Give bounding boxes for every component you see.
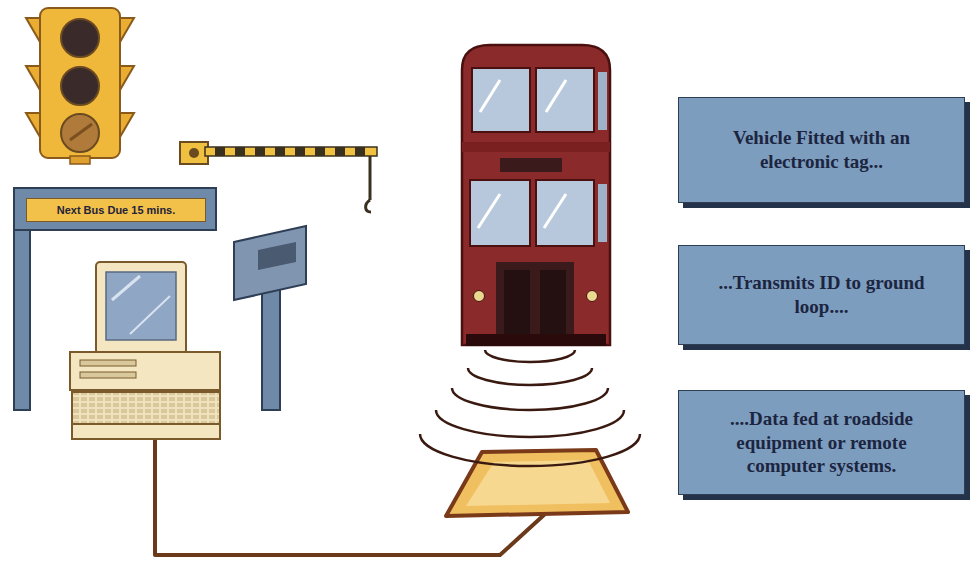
radio-waves bbox=[420, 434, 640, 466]
radio-waves bbox=[420, 350, 640, 466]
barrier-gate bbox=[369, 156, 372, 200]
computer bbox=[80, 360, 136, 366]
roadside-reader bbox=[262, 275, 280, 410]
traffic-light bbox=[26, 113, 40, 137]
double-decker-bus bbox=[474, 291, 485, 302]
double-decker-bus bbox=[470, 180, 530, 246]
node-text: Next Bus Due 15 mins. bbox=[57, 204, 176, 216]
double-decker-bus bbox=[540, 270, 566, 334]
traffic-light bbox=[120, 66, 134, 90]
traffic-light bbox=[40, 8, 120, 158]
caption-box: ....Data fed at roadside equipment or re… bbox=[678, 390, 965, 495]
double-decker-bus bbox=[598, 184, 607, 242]
double-decker-bus bbox=[462, 45, 610, 346]
roadside-reader bbox=[234, 226, 306, 300]
traffic-light bbox=[61, 114, 99, 152]
traffic-light bbox=[61, 67, 99, 105]
double-decker-bus bbox=[587, 291, 598, 302]
traffic-light bbox=[120, 18, 134, 42]
barrier-gate bbox=[275, 147, 285, 156]
double-decker-bus bbox=[536, 68, 594, 132]
sign-panel: Next Bus Due 15 mins. bbox=[26, 198, 206, 222]
traffic-light bbox=[26, 18, 40, 42]
computer bbox=[106, 272, 176, 340]
radio-waves bbox=[436, 410, 624, 437]
barrier-gate bbox=[180, 142, 208, 164]
barrier-gate bbox=[215, 147, 225, 156]
double-decker-bus bbox=[500, 158, 562, 172]
node-text: ....Data fed at roadside equipment or re… bbox=[713, 407, 930, 478]
computer bbox=[80, 372, 136, 378]
traffic-light bbox=[70, 156, 90, 164]
barrier-gate bbox=[235, 147, 245, 156]
ground-loop bbox=[446, 450, 628, 516]
double-decker-bus bbox=[462, 45, 610, 345]
computer bbox=[130, 296, 170, 334]
roadside-reader bbox=[234, 226, 306, 410]
double-decker-bus bbox=[546, 80, 566, 112]
traffic-light bbox=[120, 113, 134, 137]
computer bbox=[70, 262, 220, 439]
radio-waves bbox=[468, 368, 592, 385]
computer bbox=[72, 424, 220, 439]
barrier-gate bbox=[335, 147, 345, 156]
computer bbox=[70, 352, 220, 390]
double-decker-bus bbox=[478, 194, 500, 228]
double-decker-bus bbox=[480, 80, 500, 112]
radio-waves bbox=[452, 388, 608, 410]
barrier-gate bbox=[366, 200, 371, 212]
node-text: ...Transmits ID to ground loop.... bbox=[713, 271, 930, 319]
node-text: Vehicle Fitted with an electronic tag... bbox=[713, 126, 930, 174]
barrier-gate bbox=[205, 147, 377, 156]
double-decker-bus bbox=[472, 68, 530, 132]
barrier-gate bbox=[355, 147, 365, 156]
radio-waves bbox=[485, 350, 575, 362]
double-decker-bus bbox=[544, 194, 566, 228]
traffic-light bbox=[26, 66, 40, 90]
ground-loop bbox=[446, 450, 628, 516]
traffic-light bbox=[26, 8, 134, 164]
barrier-gate bbox=[295, 147, 305, 156]
barrier-gate bbox=[315, 147, 325, 156]
computer bbox=[112, 276, 140, 300]
roadside-reader bbox=[258, 242, 296, 270]
traffic-light bbox=[70, 124, 92, 140]
barrier-gate bbox=[189, 148, 199, 158]
computer bbox=[72, 392, 220, 424]
double-decker-bus bbox=[536, 180, 594, 246]
barrier-gate bbox=[255, 147, 265, 156]
double-decker-bus bbox=[598, 72, 607, 130]
traffic-light bbox=[61, 19, 99, 57]
display-gantry bbox=[14, 188, 216, 230]
double-decker-bus bbox=[504, 270, 530, 334]
double-decker-bus bbox=[496, 262, 574, 338]
double-decker-bus bbox=[466, 334, 606, 346]
caption-box: Vehicle Fitted with an electronic tag... bbox=[678, 97, 965, 203]
double-decker-bus bbox=[462, 142, 610, 152]
computer bbox=[96, 262, 186, 354]
caption-box: ...Transmits ID to ground loop.... bbox=[678, 245, 965, 345]
